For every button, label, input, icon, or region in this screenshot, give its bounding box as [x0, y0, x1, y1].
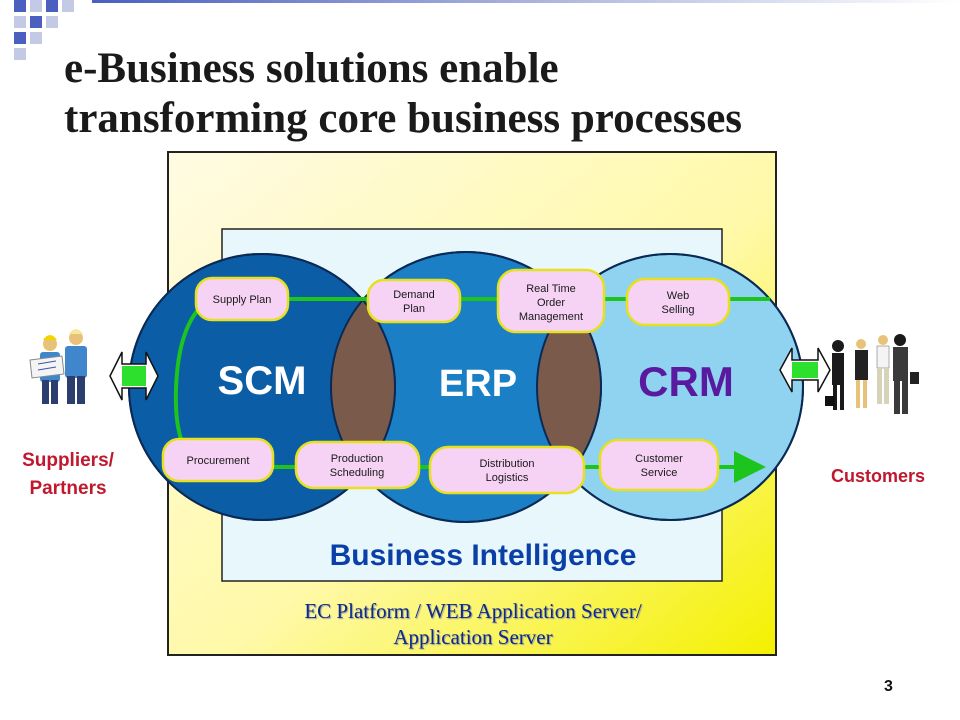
supply-plan-pill: Supply Plan	[194, 276, 290, 322]
demand-plan-pill: Demand Plan	[366, 278, 462, 324]
web-selling-pill: Web Selling	[625, 277, 731, 327]
title-line-2: transforming core business processes	[64, 95, 743, 142]
production-scheduling-label-1: Production	[331, 453, 384, 465]
customer-service-label-2: Service	[641, 467, 678, 479]
real-time-order-label-1: Real Time	[526, 283, 576, 295]
procurement-label: Procurement	[187, 455, 250, 467]
customer-service-pill: Customer Service	[598, 438, 720, 492]
distribution-logistics-label-1: Distribution	[479, 458, 534, 470]
ec-platform-label: EC Platform / WEB Application Server/ Ap…	[170, 598, 776, 650]
customers-label: Customers	[830, 466, 926, 486]
supply-plan-label: Supply Plan	[213, 294, 272, 306]
suppliers-label: Suppliers/	[22, 450, 114, 471]
distribution-logistics-label-2: Logistics	[486, 472, 529, 484]
production-scheduling-label-2: Scheduling	[330, 467, 384, 479]
engineers-figure-icon	[29, 329, 87, 404]
slide-title: e-Business solutions enable transforming…	[64, 44, 944, 144]
web-selling-label-1: Web	[667, 290, 689, 302]
double-arrow-icon	[109, 351, 159, 401]
ec-platform-line-2: Application Server	[393, 625, 553, 649]
demand-plan-label-2: Plan	[403, 303, 425, 315]
business-people-figure-icon	[825, 334, 919, 414]
real-time-order-label-3: Management	[519, 311, 583, 323]
customer-service-label-1: Customer	[635, 453, 683, 465]
demand-plan-label-1: Demand	[393, 289, 435, 301]
scm-label: SCM	[218, 359, 307, 403]
erp-label: ERP	[439, 363, 517, 405]
distribution-logistics-pill: Distribution Logistics	[428, 445, 586, 495]
ec-platform-line-1: EC Platform / WEB Application Server/	[304, 599, 642, 623]
title-line-1: e-Business solutions enable	[64, 45, 559, 92]
business-intelligence-label: Business Intelligence	[330, 539, 637, 572]
procurement-pill: Procurement	[161, 437, 275, 483]
double-arrow-icon	[779, 347, 831, 393]
suppliers-partners-label: Suppliers/ Partners	[2, 447, 134, 503]
title-decoration	[14, 0, 960, 60]
real-time-order-label-2: Order	[537, 297, 565, 309]
partners-label: Partners	[29, 478, 107, 499]
page-number: 3	[884, 678, 893, 695]
crm-label: CRM	[638, 358, 734, 405]
web-selling-label-2: Selling	[661, 304, 694, 316]
real-time-order-pill: Real Time Order Management	[496, 268, 606, 334]
production-scheduling-pill: Production Scheduling	[294, 440, 421, 490]
